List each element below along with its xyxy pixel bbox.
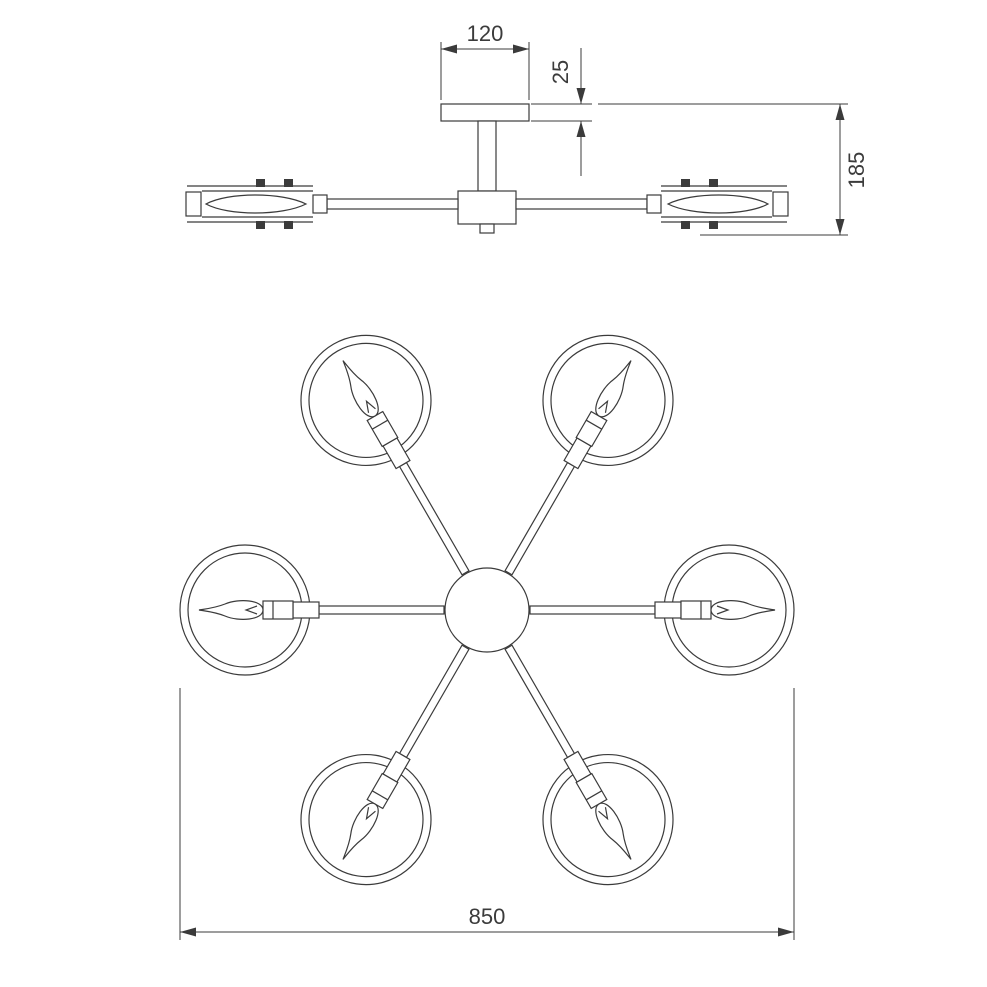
side-shade-right [661, 179, 789, 229]
dimension-canopy-width: 120 [440, 21, 530, 100]
center-hub-circle [444, 567, 530, 653]
shade-end-cap [185, 191, 202, 217]
shade-clip [681, 179, 690, 187]
bulb-lens [204, 194, 308, 214]
shade-clip [256, 179, 265, 187]
plan-arm-up-left [276, 311, 523, 606]
dimension-label: 25 [548, 60, 573, 84]
dimension-canopy-height: 25 [531, 48, 592, 176]
plan-arm-down-left [276, 614, 523, 909]
side-arm-connector-left [312, 194, 328, 214]
side-shade-left [185, 179, 313, 229]
center-body [457, 190, 517, 225]
dimension-label: 120 [467, 21, 504, 46]
bottom-finial [479, 223, 495, 234]
plan-view [179, 311, 795, 909]
plan-arm-up-right [451, 311, 698, 606]
plan-arm-right [529, 544, 795, 676]
dimension-label: 185 [844, 152, 869, 189]
side-view [185, 103, 789, 234]
stem [477, 120, 497, 192]
shade-end-cap [772, 191, 789, 217]
bulb-lens [666, 194, 770, 214]
shade-clip [284, 179, 293, 187]
side-arm-left [326, 198, 459, 210]
dimension-annotations: 120 25 185 850 [179, 21, 869, 940]
dimension-label: 850 [469, 904, 506, 929]
plan-arm-left [179, 544, 445, 676]
side-arm-right [515, 198, 648, 210]
plan-arm-down-right [451, 614, 698, 909]
ceiling-canopy [440, 103, 530, 122]
shade-clip [256, 221, 265, 229]
side-arm-connector-right [646, 194, 662, 214]
shade-clip [284, 221, 293, 229]
shade-clip [709, 179, 718, 187]
dimension-overall-diameter: 850 [179, 688, 795, 940]
shade-clip [681, 221, 690, 229]
dimension-overall-height: 185 [598, 103, 869, 236]
shade-clip [709, 221, 718, 229]
